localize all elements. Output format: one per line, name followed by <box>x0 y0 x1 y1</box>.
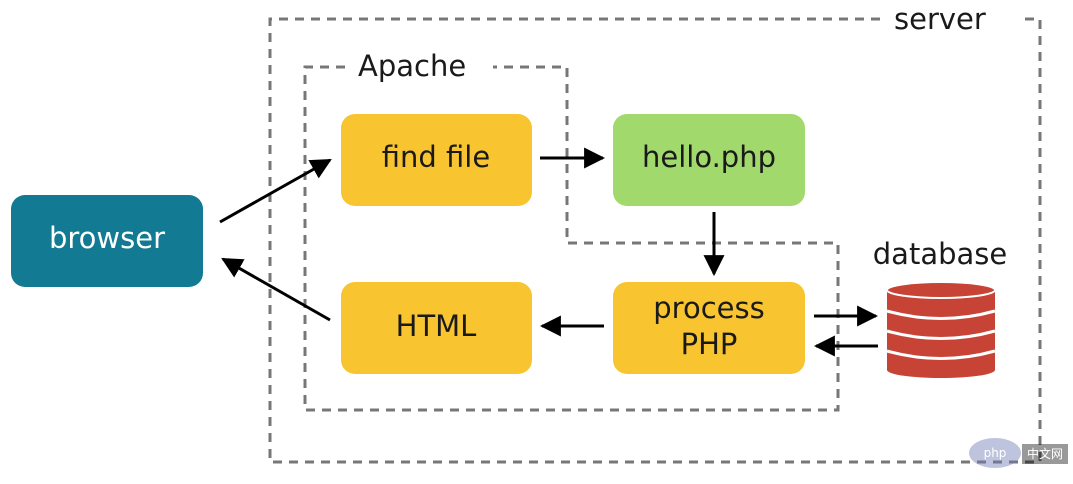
arrow-browser-to-find-file <box>219 158 332 224</box>
watermark-brand: php <box>984 446 1007 460</box>
hello-php-box <box>613 114 805 206</box>
watermark-logo <box>969 438 1021 468</box>
watermark-site: 中文网 <box>1027 446 1063 461</box>
arrow-html-to-browser <box>221 257 331 322</box>
apache-label: Apache <box>358 49 466 83</box>
hello-php-label: hello.php <box>642 140 776 174</box>
apache-boundary <box>303 65 840 412</box>
process-php-label-line2: PHP <box>681 327 738 361</box>
process-php-box <box>613 282 805 374</box>
database-label: database <box>873 237 1007 271</box>
html-label: HTML <box>396 309 477 343</box>
find-file-label: find file <box>382 140 490 174</box>
browser-label: browser <box>49 221 165 255</box>
find-file-box <box>341 114 532 206</box>
database-icon <box>886 281 996 378</box>
html-box <box>341 282 532 374</box>
browser-box <box>11 195 203 287</box>
watermark: php 中文网 <box>969 438 1068 468</box>
process-php-label-line1: process <box>653 291 764 325</box>
server-label: server <box>894 2 986 36</box>
